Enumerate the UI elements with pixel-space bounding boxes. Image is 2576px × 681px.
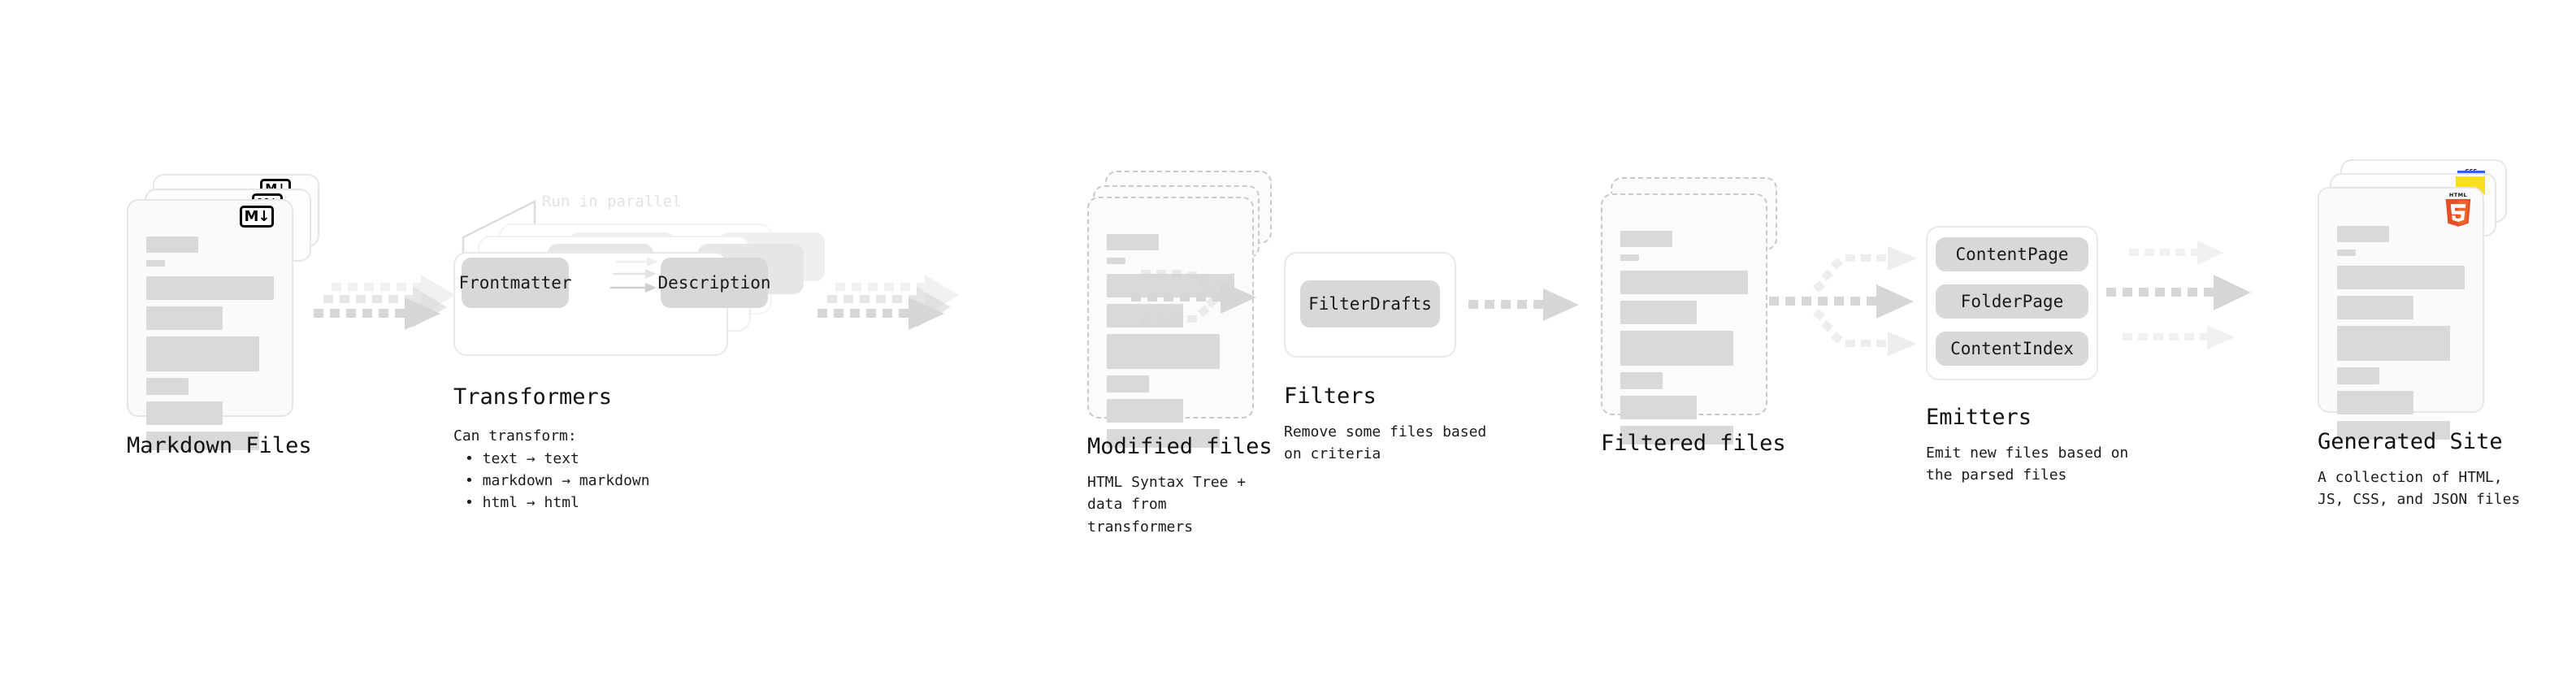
transformer-inner-arrows	[609, 257, 658, 293]
skeleton-sub	[2337, 249, 2356, 256]
run-in-parallel-label: Run in parallel	[542, 193, 682, 210]
emitters-description: Emit new files based on the parsed files	[1926, 445, 2129, 484]
stage-title-filtered-files: Filtered files	[1601, 431, 1786, 456]
emitter-node-contentindex[interactable]: ContentIndex	[1936, 332, 2088, 366]
skeleton-line	[1107, 375, 1149, 393]
css-badge-bar	[2457, 171, 2485, 174]
filter-node-filterdrafts[interactable]: FilterDrafts	[1300, 280, 1440, 327]
stage-title-generated-site: Generated Site	[2318, 429, 2503, 454]
skeleton-line	[2337, 326, 2450, 361]
stage-transformers: Run in parallel	[439, 0, 845, 681]
skeleton-title	[146, 236, 198, 253]
skeleton-line	[1620, 331, 1733, 366]
skeleton-title	[2337, 226, 2389, 242]
connector-md-to-transformers	[314, 275, 455, 330]
skeleton-line	[1620, 426, 1733, 445]
stage-generated-site: CSS HTML Generated Site A collection of …	[2243, 0, 2576, 681]
markdown-icon: M↓	[240, 206, 274, 228]
skeleton-line	[1107, 429, 1220, 448]
filtered-card-front	[1601, 193, 1767, 445]
skeleton-line	[146, 378, 189, 395]
skeleton-line	[1107, 334, 1220, 369]
stage-title-markdown-files: Markdown Files	[127, 433, 312, 458]
skeleton-line	[146, 276, 274, 300]
stage-title-emitters: Emitters	[1926, 405, 2032, 430]
stage-title-modified-files: Modified files	[1087, 434, 1273, 459]
skeleton-line	[2337, 367, 2379, 384]
transformer-node-description[interactable]: Description	[657, 258, 771, 308]
skeleton-line	[146, 401, 223, 425]
skeleton-line	[2337, 266, 2465, 289]
stage-title-filters: Filters	[1284, 384, 1377, 409]
skeleton-line	[146, 336, 259, 371]
skeleton-line	[2337, 421, 2450, 440]
skeleton-line	[2337, 391, 2413, 414]
stage-title-transformers: Transformers	[453, 384, 613, 410]
skeleton-line	[146, 432, 259, 450]
connector-modified-to-filters	[1131, 270, 1256, 324]
transformers-description: Can transform:	[453, 427, 577, 445]
stage-markdown-files: M↓ M↓ M↓ Markdown Files	[0, 0, 341, 681]
transformers-bullet-2: • html → html	[465, 494, 579, 511]
skeleton-line	[1620, 301, 1697, 324]
skeleton-line	[1620, 372, 1663, 389]
skeleton-sub	[146, 260, 165, 267]
skeleton-line	[146, 306, 223, 330]
svg-text:HTML: HTML	[2449, 192, 2467, 198]
filters-description: Remove some files based on criteria	[1284, 423, 1487, 463]
modified-files-description: HTML Syntax Tree + data from transformer…	[1087, 474, 1247, 536]
connector-emitters-to-site	[2106, 241, 2251, 349]
connector-filters-to-filtered	[1468, 288, 1579, 321]
skeleton-sub	[1107, 258, 1125, 264]
skeleton-line	[2337, 296, 2413, 319]
markdown-card-front	[127, 199, 293, 450]
stage-filters: FilterDrafts Filters Remove some files b…	[1268, 0, 1593, 681]
skeleton-line	[1107, 399, 1183, 423]
transformers-bullet-1: • markdown → markdown	[465, 472, 650, 489]
skeleton-line	[1107, 304, 1183, 327]
stage-emitters: ContentPage FolderPage ContentIndex Emit…	[1910, 0, 2235, 681]
emitter-node-contentpage[interactable]: ContentPage	[1936, 237, 2088, 271]
connector-transformers-to-modified	[817, 275, 959, 330]
skeleton-title	[1107, 234, 1159, 250]
html5-icon: HTML	[2445, 192, 2471, 227]
skeleton-line	[1620, 271, 1748, 294]
transformers-bullet-0: • text → text	[465, 450, 579, 467]
skeleton-line	[1620, 396, 1697, 419]
connector-filtered-to-emitters	[1769, 246, 1917, 356]
css3-icon: CSS	[2457, 163, 2485, 175]
transformer-node-frontmatter[interactable]: Frontmatter	[458, 258, 572, 308]
emitter-node-folderpage[interactable]: FolderPage	[1936, 284, 2088, 319]
skeleton-title	[1620, 231, 1672, 247]
run-in-parallel-bracket	[462, 199, 536, 262]
skeleton-sub	[1620, 254, 1639, 261]
generated-site-description: A collection of HTML, JS, CSS, and JSON …	[2318, 469, 2521, 509]
stage-filtered-files: Filtered files	[1576, 0, 1902, 681]
